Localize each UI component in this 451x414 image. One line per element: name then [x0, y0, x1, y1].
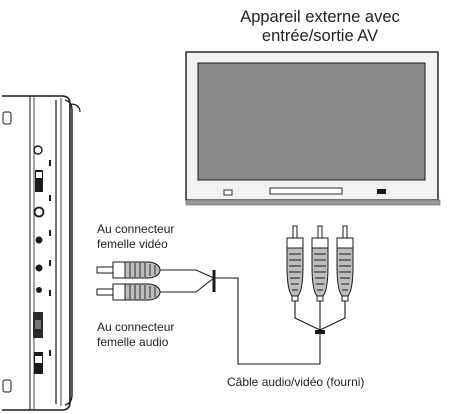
av-cable	[160, 269, 346, 365]
portable-dvd-player-icon	[2, 95, 81, 411]
tv-plugs	[286, 225, 354, 302]
audio-connector-label: Au connecteur femelle audio	[97, 320, 174, 350]
video-connector-label: Au connecteur femelle vidéo	[97, 222, 174, 252]
video-label-line2: femelle vidéo	[97, 237, 168, 251]
rca-plug-icon	[96, 261, 161, 279]
cable-label: Câble audio/vidéo (fourni)	[227, 375, 365, 389]
television-icon	[185, 51, 441, 206]
video-label-line1: Au connecteur	[97, 222, 175, 236]
rca-plug-icon	[311, 225, 329, 302]
rca-plug-icon	[96, 283, 161, 301]
rca-plug-icon	[336, 225, 354, 302]
audio-label-line2: femelle audio	[97, 335, 169, 349]
device-title-line1: Appareil externe avec	[240, 8, 400, 26]
rca-plug-icon	[286, 225, 304, 302]
player-plugs	[96, 261, 161, 301]
audio-label-line1: Au connecteur	[97, 320, 175, 334]
device-title: Appareil externe avec entrée/sortie AV	[200, 8, 440, 46]
device-title-line2: entrée/sortie AV	[261, 27, 379, 45]
